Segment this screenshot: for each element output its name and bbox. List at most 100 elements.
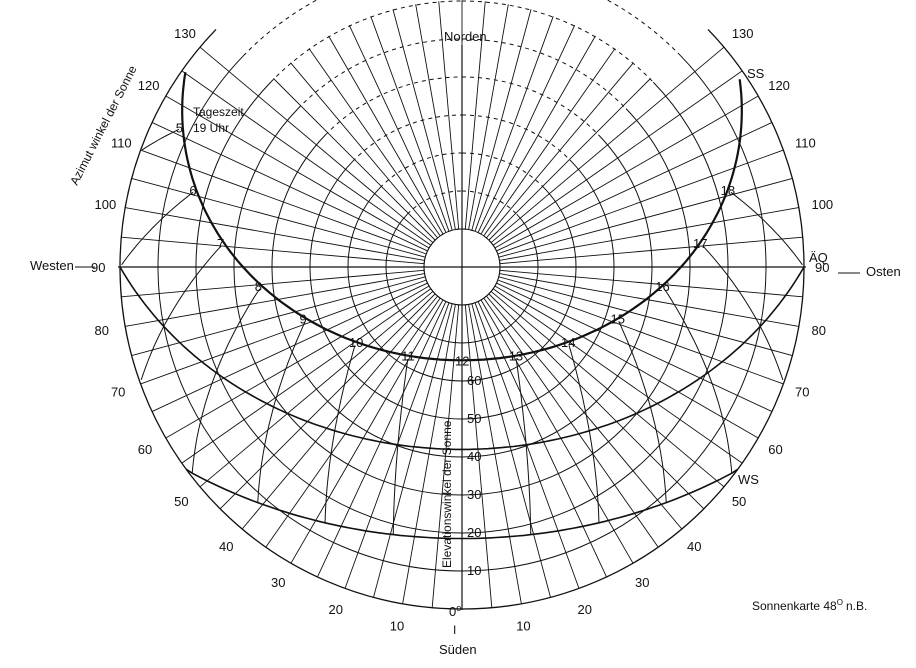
azimuth-value: 20 [329, 602, 343, 617]
south-label: Süden [439, 642, 477, 657]
azimuth-line [471, 303, 551, 598]
azimuth-line [125, 273, 425, 327]
azimuth-line [496, 122, 773, 252]
azimuth-value: 90 [815, 260, 829, 275]
east-label: Osten [866, 264, 901, 279]
azimuth-line [471, 9, 532, 231]
west-label: Westen [30, 258, 74, 273]
azimuth-line [131, 276, 426, 356]
azimuth-value: 100 [811, 197, 833, 212]
azimuth-line [496, 282, 773, 412]
azimuth-line [402, 304, 456, 604]
hour-line [140, 245, 222, 381]
hour-line [730, 191, 803, 266]
azimuth-line [140, 279, 427, 385]
hour-line [121, 191, 194, 266]
summer-solstice-curve [181, 72, 743, 362]
azimuth-line [483, 297, 659, 548]
grid [75, 0, 860, 610]
azimuth-line [199, 291, 434, 488]
azimuth-line [219, 293, 436, 510]
azimuth-line [151, 122, 428, 252]
azimuth-line [492, 288, 743, 464]
azimuth-line [121, 269, 425, 298]
elevation-ring-dashed [297, 38, 627, 109]
hour-line [618, 321, 667, 503]
elevation-value: 40 [467, 449, 481, 464]
azimuth-line [488, 293, 705, 510]
azimuth-line [499, 269, 803, 298]
azimuth-line [494, 285, 759, 439]
azimuth-line [328, 35, 444, 235]
hour-label: 7 [217, 236, 224, 251]
hour-label: 11 [401, 349, 415, 364]
azimuth-value: 130 [174, 26, 196, 41]
elevation-value: 30 [467, 487, 481, 502]
azimuth-value: 130 [732, 26, 754, 41]
hour-line [257, 321, 306, 503]
azimuth-line [317, 301, 447, 578]
azimuth-line [499, 207, 799, 261]
azimuth-value: 50 [174, 494, 188, 509]
time-title: Tageszeit [193, 105, 244, 119]
azimuth-line [486, 295, 683, 530]
azimuth-value: 40 [687, 539, 701, 554]
azimuth-value: 120 [768, 78, 790, 93]
hour-label: 10 [349, 335, 363, 350]
hour-label: 13 [509, 349, 523, 364]
azimuth-line [140, 149, 427, 255]
elevation-value: 10 [467, 563, 481, 578]
hour-label: 12 [455, 353, 469, 368]
hour-line [702, 245, 784, 381]
hour-label: 14 [561, 335, 575, 350]
azimuth-value: 10 [516, 618, 530, 633]
azimuth-line [290, 299, 444, 564]
equinox-label: ÄQ [809, 250, 828, 265]
azimuth-value: 100 [95, 197, 117, 212]
winter-solstice-label: WS [738, 472, 759, 487]
azimuth-line [165, 95, 430, 249]
azimuth-line [477, 301, 607, 578]
azimuth-line [344, 302, 450, 589]
azimuth-line [474, 302, 580, 589]
azimuth-value: 110 [795, 136, 816, 151]
azimuth-line [373, 303, 453, 598]
azimuth-line [370, 16, 450, 232]
north-label: Norden [444, 29, 487, 44]
azimuth-value: 80 [95, 323, 109, 338]
azimuth-line [486, 62, 634, 239]
elevation-ring-dashed [270, 0, 654, 83]
azimuth-line [121, 236, 425, 265]
azimuth-value: 10 [390, 618, 404, 633]
azimuth-line [151, 282, 428, 412]
azimuth-value: 20 [577, 602, 591, 617]
azimuth-line [498, 178, 793, 258]
azimuth-value: 110 [111, 136, 132, 151]
summer-solstice-label: SS [747, 66, 765, 81]
elevation-axis-title: Elevationswinkel der Sonne [440, 420, 454, 568]
azimuth-line [468, 4, 509, 230]
azimuth-line [265, 297, 441, 548]
hour-label: 16 [655, 279, 669, 294]
azimuth-line [483, 48, 616, 237]
azimuth-line [464, 304, 493, 608]
azimuth-axis-title: Azimut winkel der Sonne [67, 63, 140, 187]
azimuth-line [492, 70, 743, 246]
hour-label: 5 [176, 121, 183, 136]
azimuth-line [125, 207, 425, 261]
azimuth-line [181, 70, 432, 246]
hour-label: 6 [189, 183, 196, 198]
azimuth-line [464, 1, 486, 230]
azimuth-line [497, 149, 784, 255]
azimuth-value: 40 [219, 539, 233, 554]
azimuth-line [131, 178, 426, 258]
azimuth-line [477, 25, 576, 233]
azimuth-value: 70 [795, 384, 809, 399]
hour-label: 17 [693, 236, 707, 251]
hour-label: 18 [721, 183, 735, 198]
azimuth-line [498, 276, 793, 356]
elevation-value: 60 [467, 373, 481, 388]
